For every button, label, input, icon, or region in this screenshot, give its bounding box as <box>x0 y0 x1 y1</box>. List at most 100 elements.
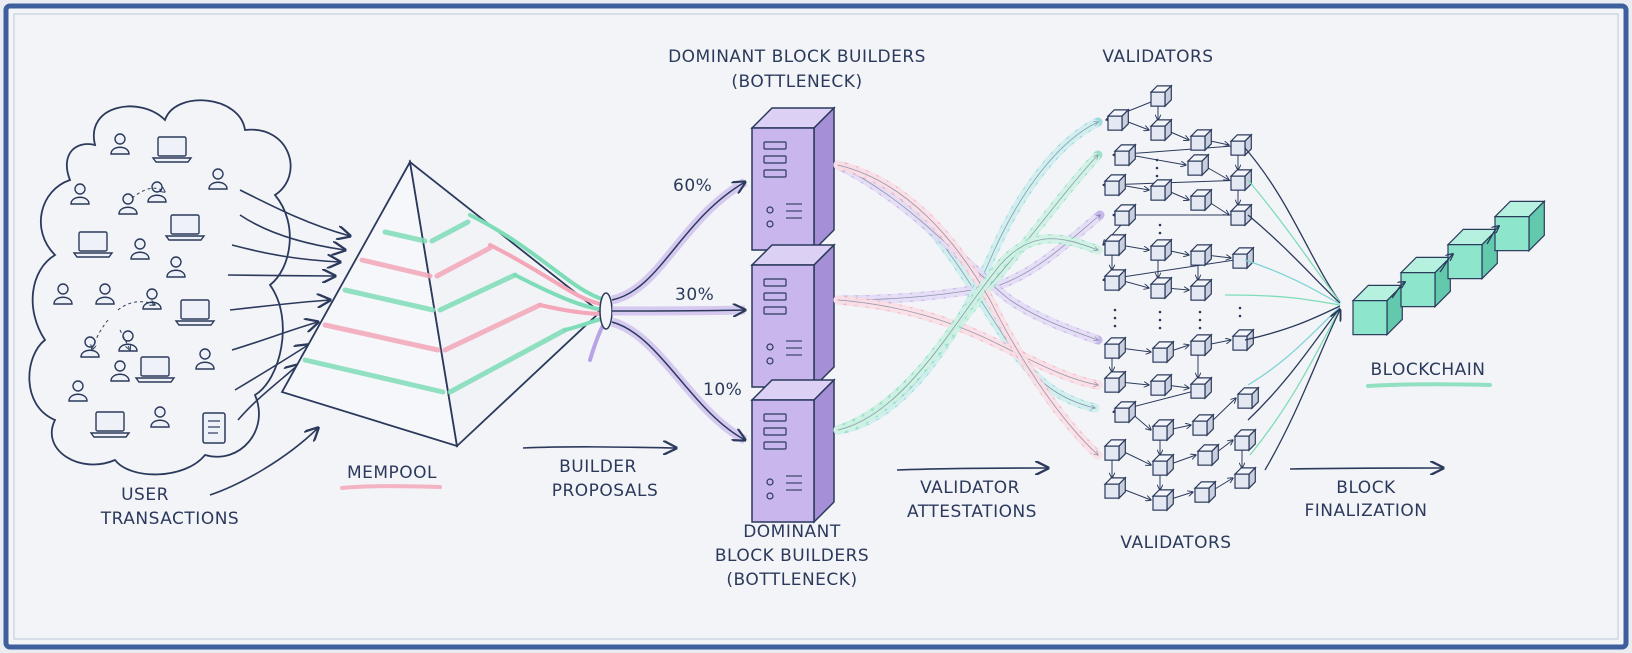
cube-icon <box>1189 188 1213 212</box>
dominant-top-line2: (BOTTLENECK) <box>731 72 862 92</box>
cube-icon <box>1149 238 1173 262</box>
user-transactions-line1: USER <box>121 485 169 505</box>
blockchain-title: BLOCKCHAIN <box>1370 360 1485 380</box>
cube-icon <box>1229 168 1253 192</box>
chain-links <box>1391 226 1499 299</box>
label-user-transactions: USER TRANSACTIONS <box>100 485 239 529</box>
label-dominant-builders-top: DOMINANT BLOCK BUILDERS (BOTTLENECK) <box>668 47 926 92</box>
person-icon <box>68 380 88 402</box>
cloud-interaction-lines <box>92 188 165 350</box>
builder-flows <box>610 178 745 444</box>
funnel-ring <box>599 292 613 330</box>
person-icon <box>53 283 73 305</box>
cube-icon <box>1103 173 1127 197</box>
laptop-icon <box>174 299 216 326</box>
validator-attestations-line1: VALIDATOR <box>920 478 1020 498</box>
dominant-bottom-line2: BLOCK BUILDERS <box>715 546 869 566</box>
laptop-icon <box>164 214 206 241</box>
cube-icon <box>1189 243 1213 267</box>
cube-icon <box>1191 413 1215 437</box>
person-icon <box>95 283 115 305</box>
validator-network <box>1103 84 1260 512</box>
share-label-60: 60% <box>673 176 712 196</box>
label-validators-bottom: VALIDATORS <box>1120 533 1231 553</box>
laptop-icon <box>89 411 131 438</box>
attestation-ropes <box>833 117 1105 460</box>
person-icon <box>110 360 130 382</box>
cube-icon <box>1149 276 1173 300</box>
laptop-icon <box>134 356 176 383</box>
cube-icon <box>1103 268 1127 292</box>
cube-icon <box>1149 84 1173 108</box>
cube-icon <box>1149 118 1173 142</box>
dominant-top-line1: DOMINANT BLOCK BUILDERS <box>668 47 926 67</box>
blockchain-cube-icon <box>1493 199 1546 253</box>
server-icon <box>750 243 836 389</box>
transaction-arrows <box>209 189 350 496</box>
cube-icon <box>1196 443 1220 467</box>
cube-icon <box>1113 143 1137 167</box>
label-builder-proposals: BUILDER PROPOSALS <box>522 447 676 501</box>
dominant-bottom-line1: DOMINANT <box>743 522 841 542</box>
validator-attestations-line2: ATTESTATIONS <box>907 502 1037 522</box>
cube-icon <box>1236 386 1260 410</box>
board-inner-border <box>13 13 1619 640</box>
cube-icon <box>1189 128 1213 152</box>
cube-icon <box>1103 476 1127 500</box>
person-icon <box>110 133 130 155</box>
server-icon <box>750 106 836 252</box>
cube-icon <box>1151 488 1175 512</box>
person-icon <box>166 256 186 278</box>
cube-icon <box>1103 438 1127 462</box>
person-icon <box>208 168 228 190</box>
label-blockchain: BLOCKCHAIN <box>1366 360 1492 388</box>
cube-icon <box>1233 428 1257 452</box>
cube-icon <box>1189 278 1213 302</box>
person-icon <box>70 183 90 205</box>
cube-icon <box>1151 340 1175 364</box>
cube-icon <box>1106 108 1130 132</box>
document-icon <box>202 412 226 444</box>
blockchain-cube-icon <box>1351 283 1404 337</box>
share-label-10: 10% <box>703 380 742 400</box>
dominant-bottom-line3: (BOTTLENECK) <box>726 570 857 590</box>
ellipsis-dots <box>1113 158 1242 330</box>
blockchain-cube-icon <box>1399 255 1452 309</box>
cube-icon <box>1103 370 1127 394</box>
person-icon <box>195 348 215 370</box>
cube-icon <box>1103 233 1127 257</box>
cube-icon <box>1231 246 1255 270</box>
laptop-icon <box>151 136 193 163</box>
cube-icon <box>1113 400 1137 424</box>
cube-icon <box>1151 453 1175 477</box>
user-transactions-line2: TRANSACTIONS <box>100 509 239 529</box>
share-label-30: 30% <box>675 285 714 305</box>
cube-icon <box>1186 153 1210 177</box>
person-icon <box>118 330 138 352</box>
cube-icon <box>1189 333 1213 357</box>
cube-icon <box>1151 418 1175 442</box>
laptop-icon <box>72 231 114 258</box>
person-icon <box>150 406 170 428</box>
cube-icon <box>1193 480 1217 504</box>
label-mempool: MEMPOOL <box>340 463 442 490</box>
label-validators-top: VALIDATORS <box>1102 47 1213 67</box>
block-finalization-line2: FINALIZATION <box>1304 501 1427 521</box>
mempool-title: MEMPOOL <box>347 463 437 483</box>
label-dominant-builders-bottom: DOMINANT BLOCK BUILDERS (BOTTLENECK) <box>715 522 869 590</box>
cube-icon <box>1149 373 1173 397</box>
label-validator-attestations: VALIDATOR ATTESTATIONS <box>896 468 1048 522</box>
cube-icon <box>1231 328 1255 352</box>
label-block-finalization: BLOCK FINALIZATION <box>1289 468 1443 521</box>
server-icon <box>750 378 836 524</box>
cube-icon <box>1113 203 1137 227</box>
blockchain-cube-icon <box>1446 227 1499 281</box>
person-icon <box>118 193 138 215</box>
builder-proposals-line1: BUILDER <box>559 457 637 477</box>
block-finalization-line1: BLOCK <box>1336 478 1396 498</box>
cube-icon <box>1233 466 1257 490</box>
cube-icon <box>1149 178 1173 202</box>
cube-icon <box>1103 336 1127 360</box>
finalization-flows <box>1224 147 1340 471</box>
